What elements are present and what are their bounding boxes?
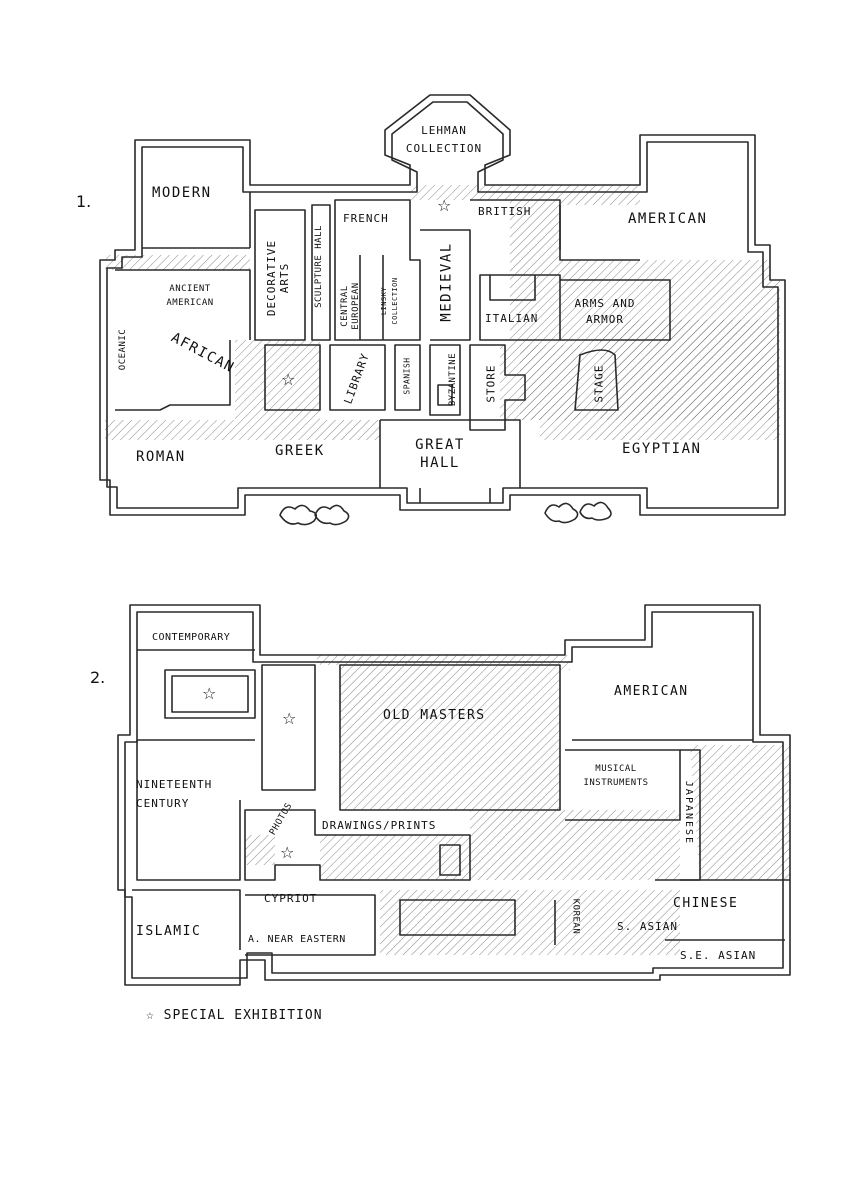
label-s-asian: S. ASIAN bbox=[617, 920, 678, 933]
label-contemporary: CONTEMPORARY bbox=[152, 632, 231, 643]
label-cypriot: CYPRIOT bbox=[264, 892, 318, 905]
label-se-asian: S.E. ASIAN bbox=[680, 949, 757, 962]
label-stage: STAGE bbox=[592, 364, 606, 403]
label-japanese: JAPANESE bbox=[683, 780, 695, 846]
label-islamic: ISLAMIC bbox=[136, 924, 202, 939]
legend-label: SPECIAL EXHIBITION bbox=[163, 1008, 323, 1023]
legend: ☆ SPECIAL EXHIBITION bbox=[146, 1008, 323, 1023]
label-linsky-collection: LINSKY COLLECTION bbox=[380, 277, 399, 325]
label-french: FRENCH bbox=[343, 212, 389, 225]
label-great-hall: GREAT HALL bbox=[415, 437, 465, 471]
label-british: BRITISH bbox=[478, 205, 532, 218]
label-decorative-arts: DECORATIVE ARTS bbox=[265, 239, 291, 317]
label-nineteenth-century: NINETEENTH CENTURY bbox=[136, 778, 213, 810]
label-central-european: CENTRAL EUROPEAN bbox=[340, 282, 361, 330]
special-exhibition-star-icon: ☆ bbox=[280, 843, 295, 862]
label-spanish: SPANISH bbox=[402, 357, 412, 395]
label-greek: GREEK bbox=[275, 443, 325, 459]
label-byzantine: BYZANTINE bbox=[448, 352, 459, 407]
label-medieval: MEDIEVAL bbox=[438, 242, 455, 322]
label-korean: KOREAN bbox=[570, 898, 581, 935]
label-near-eastern: A. NEAR EASTERN bbox=[248, 934, 346, 945]
special-exhibition-star-icon: ☆ bbox=[281, 370, 296, 389]
special-exhibition-star-icon: ☆ bbox=[282, 709, 297, 728]
label-old-masters: OLD MASTERS bbox=[383, 708, 486, 723]
label-ancient-american: ANCIENT AMERICAN bbox=[166, 284, 214, 308]
label-musical-instruments: MUSICAL INSTRUMENTS bbox=[583, 764, 649, 788]
label-american-floor1: AMERICAN bbox=[628, 211, 708, 227]
special-exhibition-star-icon: ☆ bbox=[202, 684, 217, 703]
label-chinese: CHINESE bbox=[673, 896, 739, 911]
label-sculpture-hall: SCULPTURE HALL bbox=[313, 225, 324, 308]
label-modern: MODERN bbox=[152, 185, 212, 201]
label-american-floor2: AMERICAN bbox=[614, 684, 689, 699]
label-drawings-prints: DRAWINGS/PRINTS bbox=[322, 819, 437, 832]
floor1-number: 1. bbox=[76, 192, 92, 211]
label-egyptian: EGYPTIAN bbox=[622, 441, 702, 457]
special-exhibition-star-icon: ☆ bbox=[437, 196, 452, 215]
floor2-plan bbox=[117, 604, 791, 986]
label-roman: ROMAN bbox=[136, 449, 186, 465]
label-lehman-collection: LEHMAN COLLECTION bbox=[405, 124, 483, 155]
legend-star-icon: ☆ bbox=[146, 1008, 155, 1023]
floor2-number: 2. bbox=[90, 668, 106, 687]
floor1-plan bbox=[99, 94, 786, 526]
label-oceanic: OCEANIC bbox=[118, 328, 129, 371]
label-italian: ITALIAN bbox=[485, 312, 539, 325]
label-store: STORE bbox=[484, 364, 498, 403]
label-arms-and-armor: ARMS AND ARMOR bbox=[574, 297, 636, 326]
